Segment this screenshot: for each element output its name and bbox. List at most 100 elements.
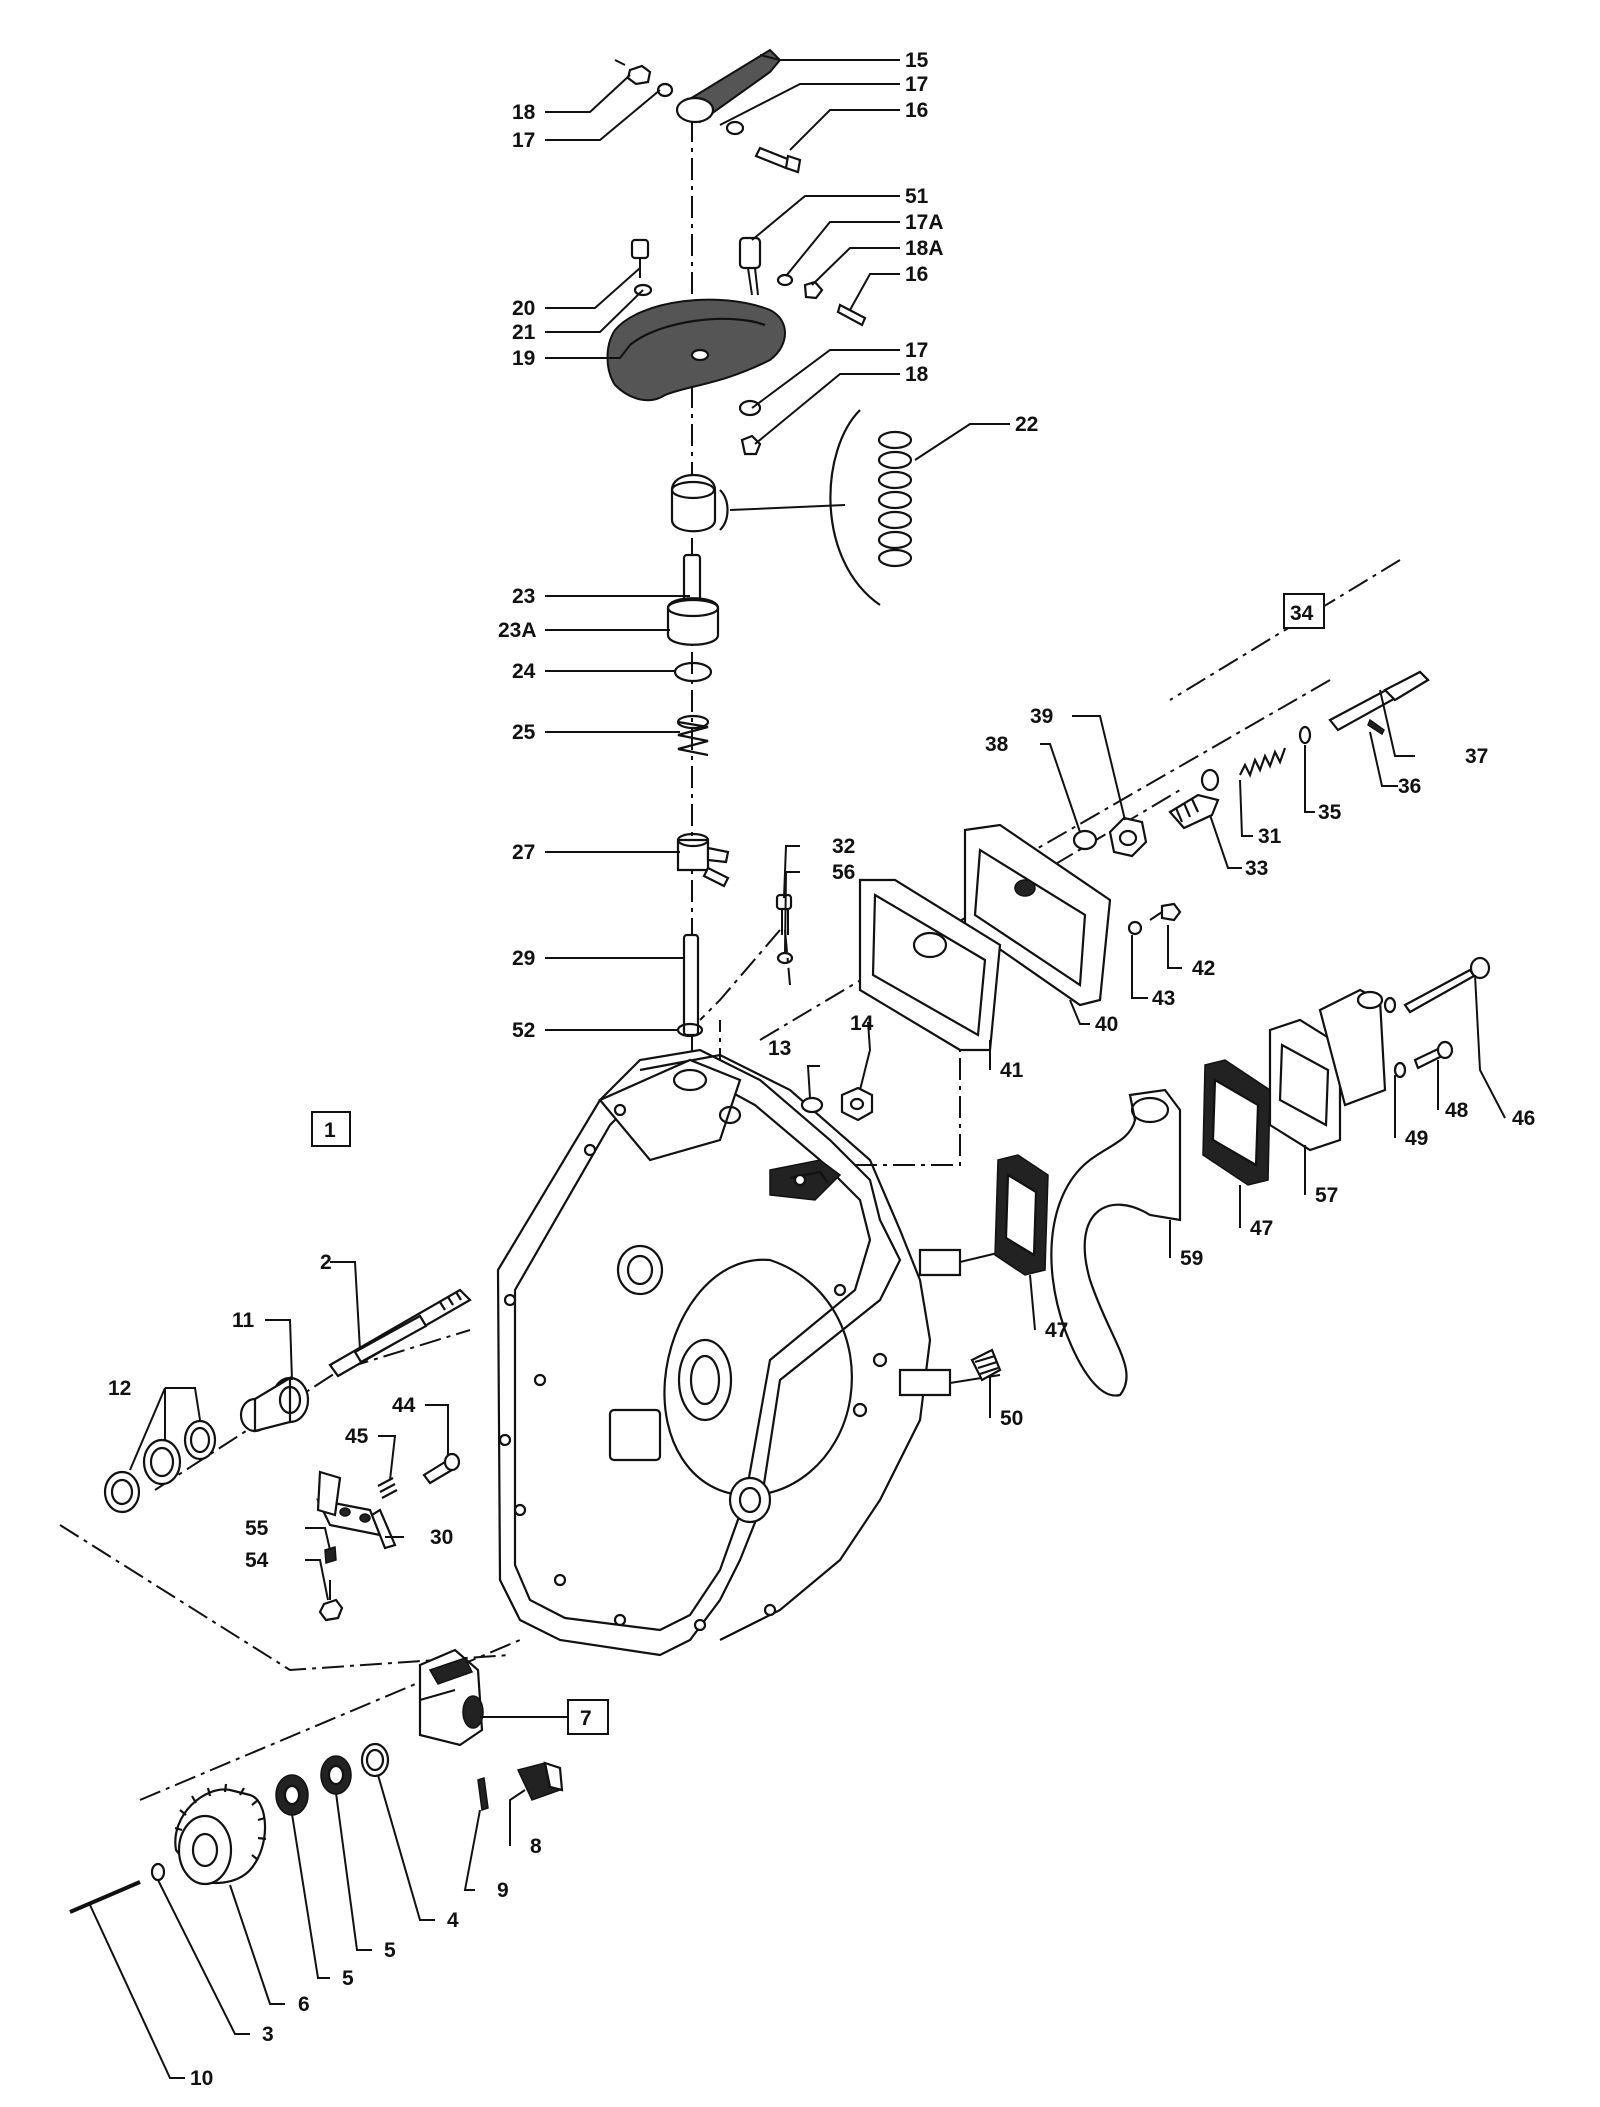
bolt-16-b: [836, 303, 867, 327]
nut-39: [1108, 816, 1148, 858]
bracket-27: [676, 832, 730, 888]
ring-35: [1298, 725, 1312, 745]
label-15: 15: [905, 49, 929, 72]
label-32: 32: [832, 835, 855, 858]
label-42: 42: [1192, 957, 1215, 980]
label-20: 20: [512, 297, 535, 320]
label-17: 17: [905, 339, 928, 362]
plunger-23: [666, 553, 720, 646]
bearing-11: [239, 1376, 310, 1433]
label-12: 12: [108, 1377, 131, 1400]
rings-12: [103, 1419, 217, 1514]
label-52: 52: [512, 1019, 535, 1042]
label-45: 45: [345, 1425, 369, 1448]
gear-6: [174, 1783, 267, 1886]
label-46: 46: [1512, 1107, 1535, 1130]
label-17: 17: [512, 129, 535, 152]
shaft-bolt-51: [738, 236, 762, 296]
label-47: 47: [1250, 1217, 1273, 1240]
label-35: 35: [1318, 801, 1342, 824]
washer-46: [1383, 996, 1397, 1014]
label-3: 3: [262, 2023, 274, 2046]
label-25: 25: [512, 721, 536, 744]
bolt-32: [775, 893, 793, 935]
leader-lines: [89, 54, 1506, 2079]
shaft-2: [328, 1288, 472, 1378]
pin-29: [682, 933, 700, 1037]
plug-50: [970, 1348, 1002, 1382]
washer-17-b: [725, 120, 745, 136]
washer-43: [1127, 920, 1143, 936]
callout-box-34: [1283, 593, 1325, 629]
label-24: 24: [512, 660, 536, 683]
callout-labels: 15 17 16 18 17 51 17A 18A 16 20 21 19 17…: [108, 49, 1535, 2090]
label-18A: 18A: [905, 237, 944, 260]
label-22: 22: [1015, 413, 1038, 436]
gasket-47-a: [1202, 1059, 1271, 1186]
label-29: 29: [512, 947, 535, 970]
label-43: 43: [1152, 987, 1175, 1010]
label-48: 48: [1445, 1099, 1469, 1122]
label-54: 54: [245, 1549, 269, 1572]
governor-7: [418, 1648, 484, 1747]
label-34: 34: [1290, 602, 1314, 625]
weight-8: [516, 1761, 564, 1801]
label-51: 51: [905, 185, 929, 208]
lever-30: [316, 1470, 397, 1550]
label-30: 30: [430, 1526, 453, 1549]
label-38: 38: [985, 733, 1009, 756]
shaft-37: [1328, 670, 1430, 732]
label-8: 8: [530, 1835, 542, 1858]
nut-18-b: [740, 434, 762, 456]
washer-38: [1072, 829, 1098, 851]
washer-3: [150, 1862, 166, 1882]
label-1: 1: [324, 1119, 336, 1142]
cover-plate-19: [606, 298, 786, 402]
label-4: 4: [447, 1909, 459, 1932]
label-44: 44: [392, 1394, 416, 1417]
label-23A: 23A: [498, 619, 537, 642]
gasket-47-b: [994, 1154, 1049, 1276]
pin-55: [324, 1546, 337, 1564]
key-10: [69, 1880, 141, 1914]
label-59: 59: [1180, 1247, 1203, 1270]
washer-56: [776, 951, 794, 965]
callout-box-1: [311, 1111, 351, 1147]
label-16: 16: [905, 263, 928, 286]
label-16: 16: [905, 99, 928, 122]
label-37: 37: [1465, 745, 1488, 768]
label-19: 19: [512, 347, 535, 370]
label-33: 33: [1245, 857, 1268, 880]
lever-arm: [675, 48, 782, 124]
label-49: 49: [1405, 1127, 1428, 1150]
flange-57: [1268, 988, 1387, 1152]
pin-9: [477, 1777, 489, 1811]
label-40: 40: [1095, 1013, 1118, 1036]
screw-20: [630, 238, 650, 278]
label-17: 17: [905, 73, 928, 96]
washer-13: [800, 1096, 824, 1114]
label-31: 31: [1258, 825, 1282, 848]
label-6: 6: [298, 1993, 310, 2016]
label-39: 39: [1030, 705, 1053, 728]
label-56: 56: [832, 861, 855, 884]
label-47: 47: [1045, 1319, 1068, 1342]
label-11: 11: [232, 1309, 255, 1332]
label-41: 41: [1000, 1059, 1024, 1082]
label-14: 14: [850, 1012, 874, 1035]
spring-31: [1239, 747, 1287, 778]
nut-14: [840, 1086, 874, 1122]
label-50: 50: [1000, 1407, 1023, 1430]
washer-17A: [776, 273, 794, 287]
label-57: 57: [1315, 1184, 1338, 1207]
elbow-59: [1050, 1088, 1182, 1397]
bearing-5-a: [320, 1755, 352, 1795]
label-21: 21: [512, 321, 536, 344]
callout-box-7: [567, 1699, 609, 1735]
transmission-housing: [496, 1048, 1011, 1657]
nut-54: [318, 1580, 344, 1622]
label-36: 36: [1398, 775, 1421, 798]
pin-36: [1367, 718, 1385, 736]
label-2: 2: [320, 1251, 332, 1274]
